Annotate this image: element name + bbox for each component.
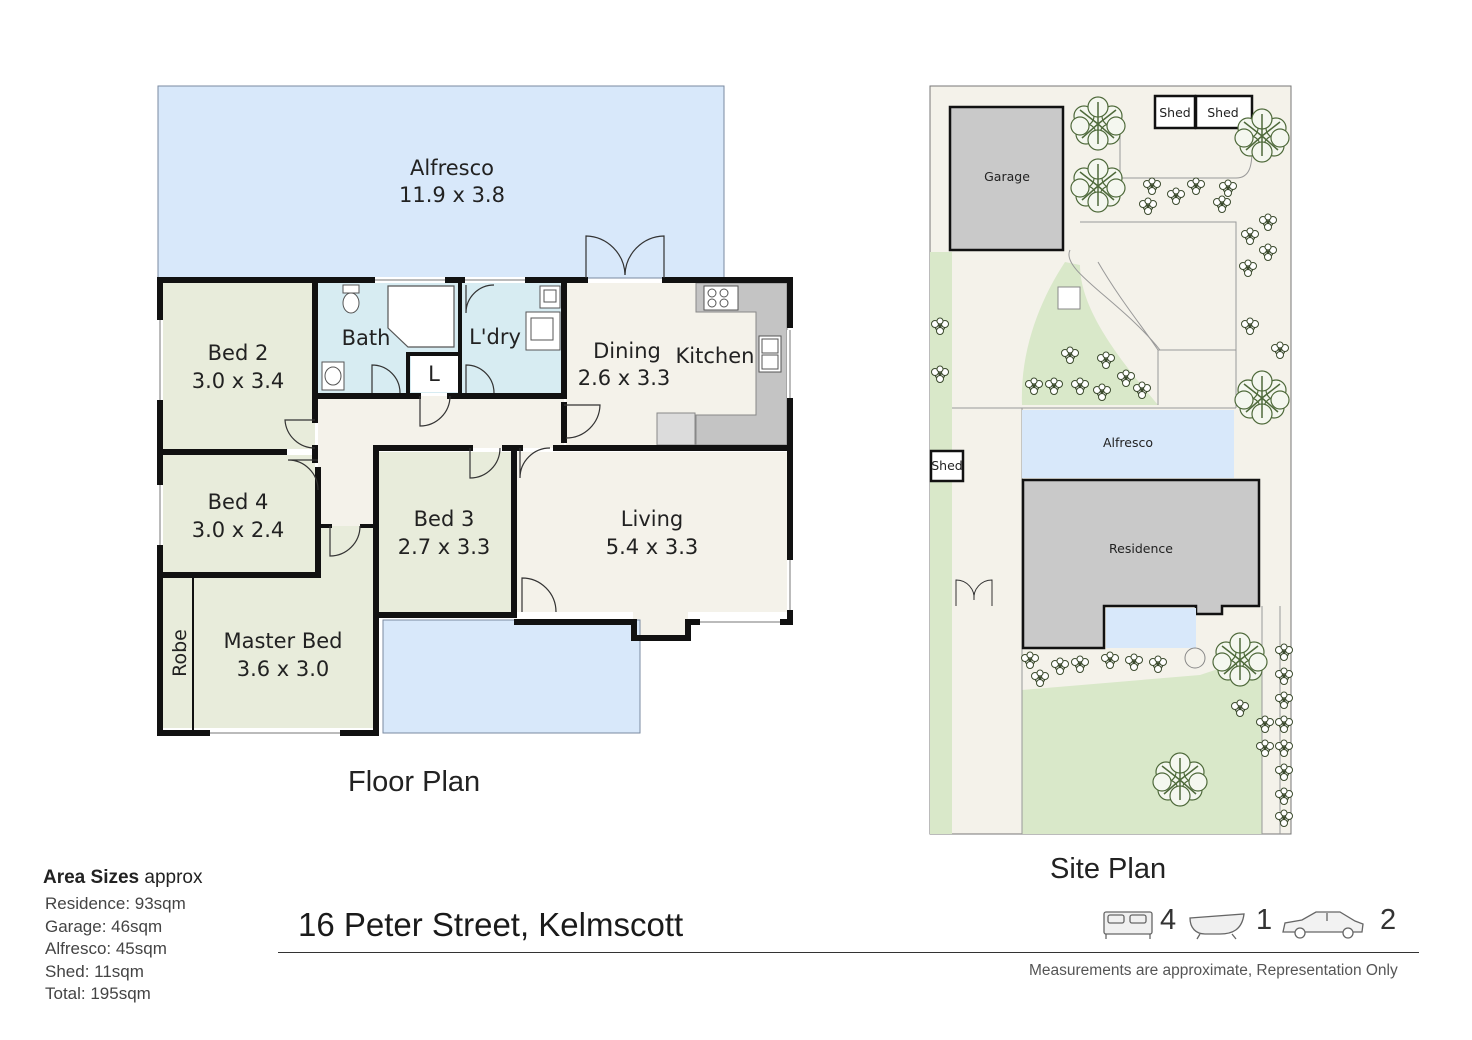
patio-area <box>382 619 641 734</box>
disclaimer-text: Measurements are approximate, Representa… <box>1029 962 1398 979</box>
area-size-line: Shed: 11sqm <box>45 961 144 981</box>
room-label-linen: L <box>428 362 440 386</box>
floor-plan-title: Floor Plan <box>348 766 481 798</box>
site-label-shed-b: Shed <box>1207 105 1238 120</box>
property-address: 16 Peter Street, Kelmscott <box>298 906 684 943</box>
hallway-floor <box>318 396 564 448</box>
site-plan: Shed Shed Garage Shed Alfresco Residence <box>929 85 1294 835</box>
room-label-bed-3: Bed 3 <box>414 507 475 531</box>
site-plan-title: Site Plan <box>1050 853 1167 885</box>
area-sizes-panel: Area Sizes approx Residence: 93sqm Garag… <box>43 867 203 1006</box>
fridge-bench <box>656 412 696 446</box>
laundry-trough-icon <box>525 285 561 351</box>
bathtub-icon <box>387 285 455 348</box>
area-sizes-heading-rest: approx <box>139 867 203 888</box>
area-size-line: Garage: 46sqm <box>45 916 163 936</box>
cooktop-icon <box>703 285 739 311</box>
site-label-garage: Garage <box>984 169 1030 184</box>
garden-bed <box>1021 262 1158 405</box>
garden-feature <box>1184 647 1206 669</box>
area-sizes-heading: Area Sizes approx <box>43 867 203 889</box>
path-curve-2 <box>1097 261 1159 351</box>
alfresco-site-area <box>1022 410 1234 478</box>
room-dims-bed-2: 3.0 x 3.4 <box>192 369 285 393</box>
master-top-fill <box>318 526 374 536</box>
bed-count: 4 <box>1160 904 1177 936</box>
bed-3-floor <box>379 452 511 612</box>
toilet-icon <box>342 284 360 314</box>
robe-floor <box>163 578 193 728</box>
car-icon <box>1282 911 1364 939</box>
garage-building <box>948 105 1065 252</box>
site-label-shed-a: Shed <box>1159 105 1190 120</box>
side-shed-building <box>929 449 965 483</box>
door-swings <box>284 235 665 613</box>
area-size-line: Alfresco: 45sqm <box>45 939 167 958</box>
vanity-icon <box>321 361 345 391</box>
area-size-line: Residence: 93sqm <box>45 894 186 913</box>
room-label-laundry: L'dry <box>469 325 521 349</box>
room-label-alfresco: Alfresco <box>410 156 494 180</box>
room-label-robe: Robe <box>169 629 191 677</box>
floor-plan: Alfresco 11.9 x 3.8 Bed 2 3.0 x 3.4 Bath… <box>157 85 793 736</box>
hallway-floor-lower <box>318 448 374 526</box>
living-bay <box>633 612 688 637</box>
room-label-kitchen: Kitchen <box>676 344 755 368</box>
car-count: 2 <box>1380 904 1397 936</box>
site-label-alfresco: Alfresco <box>1103 435 1153 450</box>
patio-site-area <box>1106 608 1196 648</box>
bath-count: 1 <box>1256 904 1273 936</box>
path-curve <box>1068 249 1161 351</box>
site-label-residence: Residence <box>1109 541 1173 556</box>
sink-icon <box>758 335 782 373</box>
room-label-bed-2: Bed 2 <box>208 341 269 365</box>
room-dims-living: 5.4 x 3.3 <box>606 535 699 559</box>
room-label-bed-4: Bed 4 <box>208 490 269 514</box>
area-size-line: Total: 195sqm <box>45 984 151 1003</box>
room-label-living: Living <box>621 507 683 531</box>
room-dims-bed-4: 3.0 x 2.4 <box>192 518 285 542</box>
site-label-shed-side: Shed <box>931 458 962 473</box>
side-lawn <box>930 252 952 834</box>
side-gate <box>955 579 993 606</box>
meter-box <box>1057 286 1081 310</box>
room-dims-dining: 2.6 x 3.3 <box>578 366 671 390</box>
room-label-dining: Dining <box>593 339 661 363</box>
bathtub-feature-icon <box>1189 913 1245 940</box>
room-dims-bed-3: 2.7 x 3.3 <box>398 535 491 559</box>
area-sizes-heading-bold: Area Sizes <box>43 867 140 888</box>
alfresco-area <box>157 85 725 279</box>
room-label-master-bed: Master Bed <box>223 629 342 653</box>
bed-2-floor <box>163 283 315 449</box>
room-label-bath: Bath <box>342 326 391 350</box>
room-dims-master-bed: 3.6 x 3.0 <box>237 657 330 681</box>
linen-floor <box>411 354 459 392</box>
bed-icon <box>1103 911 1153 939</box>
divider-line <box>278 952 1419 953</box>
living-floor <box>517 452 787 612</box>
room-dims-alfresco: 11.9 x 3.8 <box>399 183 505 207</box>
windows <box>157 277 793 736</box>
master-bed-floor <box>193 530 374 728</box>
